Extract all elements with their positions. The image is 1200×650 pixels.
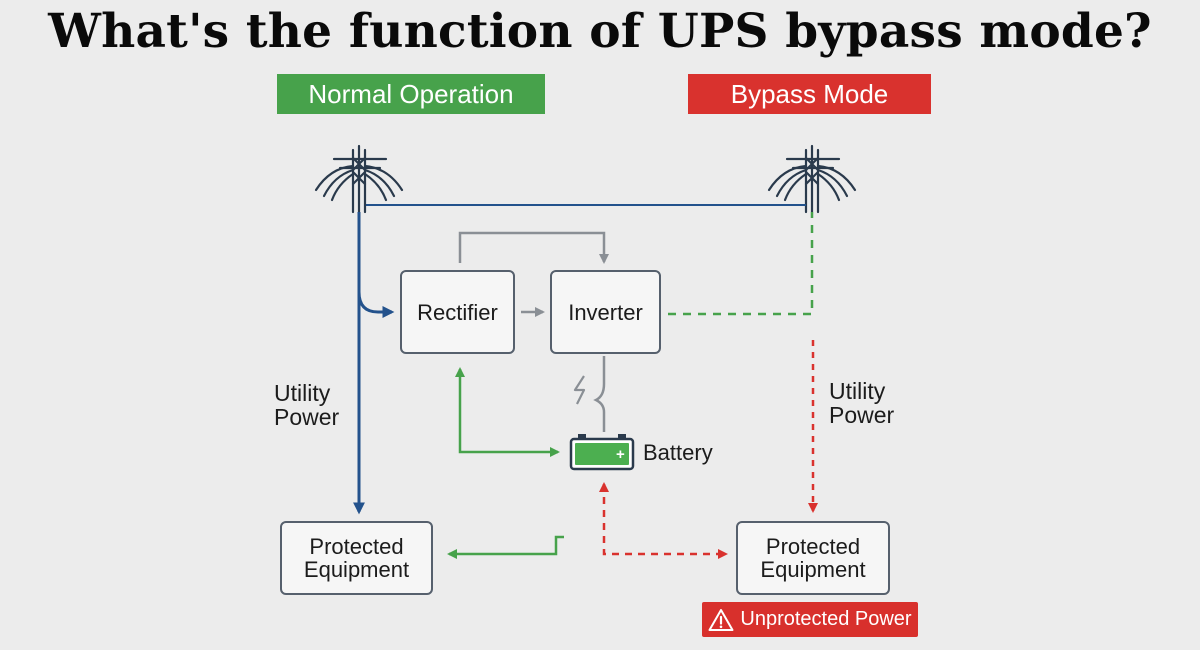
unprotected-power-label: Unprotected Power — [740, 608, 912, 630]
battery-label: Battery — [643, 440, 713, 465]
battery-icon — [569, 434, 635, 471]
warning-icon — [708, 608, 734, 631]
bypass-mode-badge: Bypass Mode — [688, 74, 931, 114]
utility-to-rectifier — [357, 291, 395, 318]
protected-equipment-right: Protected Equipment — [736, 521, 890, 595]
unprotected-power-badge: Unprotected Power — [702, 602, 918, 637]
rectifier-block: Rectifier — [400, 270, 515, 354]
protected-equipment-left: Protected Equipment — [280, 521, 433, 595]
internal-bypass-path — [458, 231, 609, 264]
utility-power-label-right: Utility Power — [829, 378, 895, 428]
page-title: What's the function of UPS bypass mode? — [48, 4, 1152, 59]
inverter-to-bypass-line — [668, 212, 814, 316]
utility-power-label-left: Utility Power — [274, 380, 340, 430]
inverter-to-battery — [593, 356, 606, 432]
supply-to-left-equipment — [447, 535, 564, 559]
power-pylon-icon — [767, 144, 857, 214]
inverter-block: Inverter — [550, 270, 661, 354]
power-pylon-icon — [314, 144, 404, 214]
battery-plus-label: + — [616, 446, 625, 463]
lightning-icon — [573, 375, 586, 405]
rectifier-battery-link — [455, 367, 560, 457]
normal-operation-badge: Normal Operation — [277, 74, 545, 114]
battery-to-right-equipment — [599, 482, 728, 559]
